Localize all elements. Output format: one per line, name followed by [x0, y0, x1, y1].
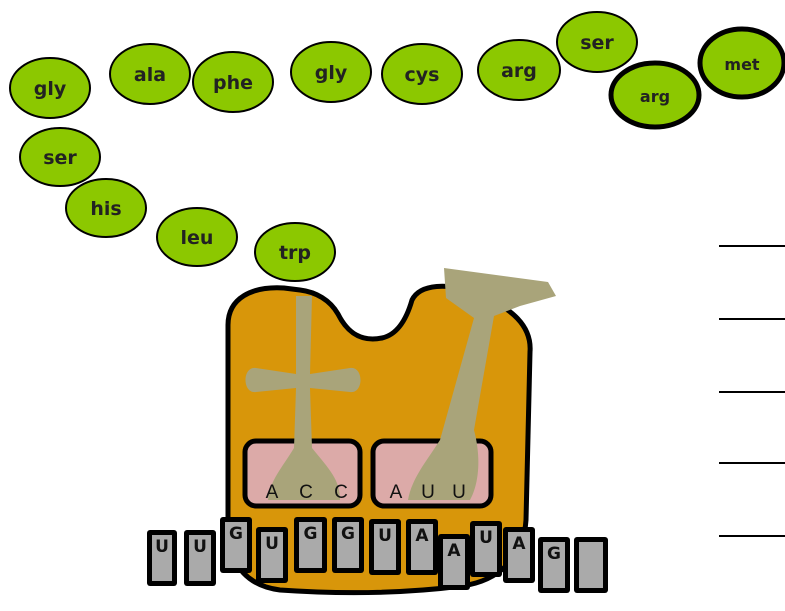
mrna-base: G — [332, 517, 364, 573]
anticodon-base: A — [266, 482, 279, 503]
amino-acid: his — [65, 178, 147, 238]
amino-acid-label: met — [724, 55, 760, 74]
mrna-base-label: A — [512, 534, 526, 554]
amino-acid: gly — [290, 41, 372, 103]
answer-lines — [719, 245, 785, 537]
anticodon-base: U — [421, 482, 435, 503]
mrna-base-fill — [443, 539, 465, 585]
mrna-base: U — [470, 521, 502, 577]
anticodon-right: A U U — [390, 482, 466, 503]
amino-acid-bead — [192, 51, 274, 113]
mrna-base: A — [503, 527, 535, 583]
amino-acid-bead — [109, 43, 191, 105]
amino-acid-label: gly — [315, 62, 348, 84]
amino-acid: met — [697, 26, 785, 100]
amino-acid-bead — [254, 222, 336, 282]
amino-acid-label: gly — [34, 78, 67, 100]
mrna-base: A — [438, 534, 470, 590]
mrna-base: G — [538, 537, 570, 593]
mrna-base-fill — [261, 532, 283, 578]
mrna-base-label: U — [193, 537, 207, 557]
amino-acid: cys — [381, 43, 463, 105]
amino-acid-label: ser — [580, 32, 614, 54]
amino-acid-label: trp — [279, 242, 311, 264]
mrna-base-fill — [299, 522, 322, 568]
mrna-base-label: A — [447, 541, 461, 561]
amino-acid: ser — [19, 127, 101, 187]
amino-acid: phe — [192, 51, 274, 113]
amino-acid: arg — [477, 39, 561, 101]
mrna-base-fill — [543, 542, 565, 588]
amino-acid: gly — [9, 57, 91, 119]
amino-acid-label: arg — [501, 60, 537, 82]
mrna-base-label: U — [155, 537, 169, 557]
mrna-base: U — [369, 519, 401, 575]
amino-acid: leu — [156, 207, 238, 267]
mrna-base-fill — [374, 524, 396, 570]
mrna-base-label: G — [341, 524, 355, 544]
mrna-base-label: U — [265, 534, 279, 554]
mrna-base — [574, 537, 608, 593]
polypeptide-chain: gly ala phe gly cys arg ser arg met ser his leu trp — [9, 11, 785, 282]
mrna-base-label: G — [547, 544, 561, 564]
mrna-base-fill — [508, 532, 530, 578]
mrna-base: U — [184, 530, 216, 586]
amino-acid-label: his — [90, 198, 121, 220]
amino-acid-bead — [156, 207, 238, 267]
mrna-base-label: U — [378, 526, 392, 546]
amino-acid-label: cys — [405, 64, 440, 86]
anticodon-left: A C C — [266, 482, 348, 503]
amino-acid-bead — [9, 57, 91, 119]
amino-acid-bead — [381, 43, 463, 105]
mrna-base-label: A — [415, 526, 429, 546]
mrna-base-fill — [189, 535, 211, 581]
mrna-base-label: G — [304, 524, 318, 544]
mrna-base-label: U — [479, 528, 493, 548]
amino-acid-bead — [608, 60, 702, 130]
amino-acid-bead — [556, 11, 638, 73]
mrna-base: A — [406, 519, 438, 575]
trna-left — [245, 296, 361, 500]
anticodon-base: A — [390, 482, 403, 503]
amino-acid: trp — [254, 222, 336, 282]
mrna-base-fill — [579, 542, 603, 588]
amino-acid-label: arg — [640, 87, 670, 106]
mrna-base: G — [220, 517, 252, 573]
amino-acid-label: ser — [43, 147, 77, 169]
trna-right — [408, 268, 556, 500]
amino-acid: arg — [608, 60, 702, 130]
mrna-base-label: G — [229, 524, 243, 544]
anticodon-base: U — [452, 482, 466, 503]
amino-acid: ala — [109, 43, 191, 105]
anticodon-base: C — [299, 482, 313, 503]
anticodon-base: C — [334, 482, 348, 503]
amino-acid-label: ala — [134, 64, 166, 86]
amino-acid-label: leu — [181, 227, 214, 249]
amino-acid: ser — [556, 11, 638, 73]
amino-acid-bead — [697, 26, 785, 100]
amino-acid-bead — [65, 178, 147, 238]
amino-acid-bead — [290, 41, 372, 103]
mrna-base-fill — [337, 522, 359, 568]
amino-acid-label: phe — [213, 72, 253, 94]
mrna-base: U — [256, 527, 288, 583]
amino-acid-bead — [477, 39, 561, 101]
mrna-base-fill — [225, 522, 247, 568]
amino-acid-bead — [19, 127, 101, 187]
mrna-base-fill — [475, 526, 497, 572]
mrna-base: U — [147, 530, 177, 586]
mrna-base-fill — [152, 535, 172, 581]
mrna-base: G — [294, 517, 327, 573]
mrna-base-fill — [411, 524, 433, 570]
